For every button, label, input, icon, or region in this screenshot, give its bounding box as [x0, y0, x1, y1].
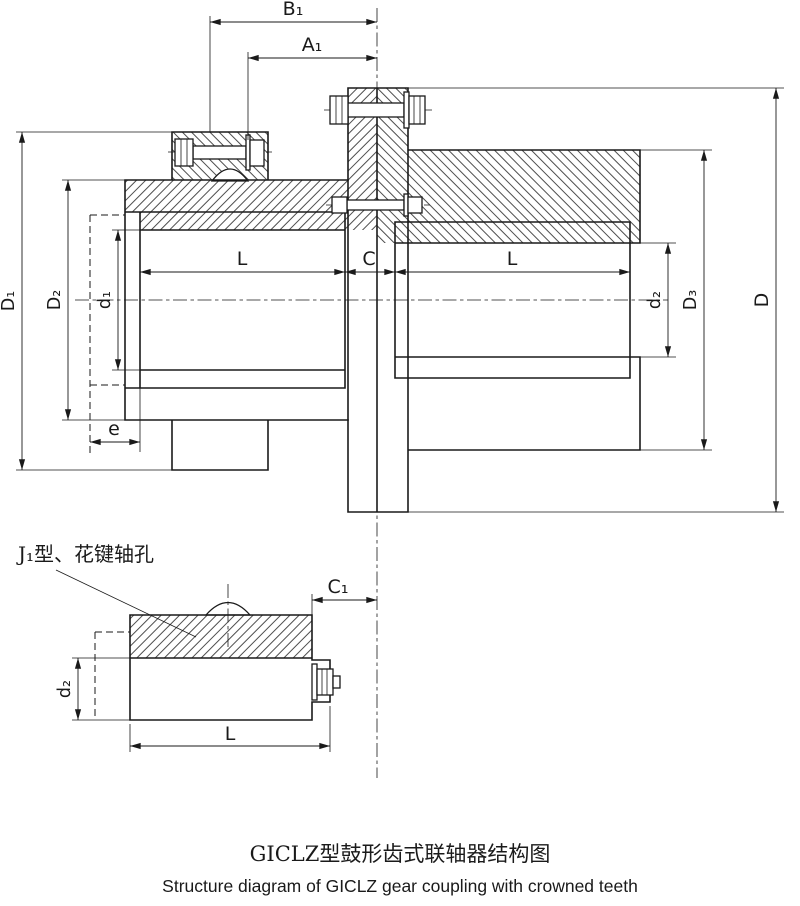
main-view: B₁ A₁ L C L e D₁ D₂ d₁ d₂ D₃ D: [0, 0, 784, 778]
callout-leader-line: [55, 569, 197, 638]
dim-label-c1: C₁: [328, 576, 349, 598]
dim-label-d2-small: d₂: [645, 291, 665, 309]
inner-bolt: [331, 193, 423, 217]
bolt-nut: [249, 139, 265, 167]
detail-view: J₁型、花键轴孔 C₁ d₂ L: [16, 542, 377, 752]
extension-lines: [72, 594, 331, 752]
hidden-hub-lines: [89, 214, 125, 455]
dim-label-l-left: L: [237, 248, 248, 270]
dim-label-d3-cap: D₃: [681, 290, 701, 311]
extension-lines: [16, 16, 784, 513]
captions: GICLZ型鼓形齿式联轴器结构图 Structure diagram of GI…: [162, 842, 638, 896]
bolt-shaft: [347, 102, 405, 118]
dim-label-d2-cap: D₂: [45, 290, 65, 311]
bolt-nut: [407, 196, 423, 214]
bolt-nut: [408, 95, 426, 125]
detail-section-hatch: [130, 615, 312, 658]
hidden-bore-lines: [94, 631, 130, 720]
dimension-lines: [18, 18, 780, 512]
bolt-washer: [403, 91, 410, 129]
dim-label-e: e: [108, 418, 120, 440]
collar-bolt: [174, 134, 265, 171]
bolt-head-facets: [335, 96, 343, 124]
flange-bolt: [329, 91, 426, 129]
dim-label-d1-cap: D₁: [0, 291, 19, 312]
bolt-head-facets: [321, 669, 328, 695]
dim-label-l-right: L: [507, 248, 518, 270]
dim-label-l: L: [225, 723, 236, 745]
bolt-head: [174, 138, 194, 167]
bolt-head-facets: [180, 139, 188, 166]
bolt-shaft: [192, 145, 247, 160]
crowned-tooth-profile: [210, 168, 250, 182]
dim-label-c: C: [362, 248, 375, 270]
bolt-shaft: [346, 199, 405, 211]
dim-label-d2: d₂: [55, 680, 75, 698]
dim-label-d-cap: D: [751, 293, 773, 308]
right-assembly-outline: [347, 87, 641, 513]
caption-english: Structure diagram of GICLZ gear coupling…: [162, 876, 638, 896]
left-assembly-outline: [124, 131, 349, 471]
bolt-head: [331, 196, 348, 214]
bolt-nut-facets: [413, 96, 421, 124]
bolt-head: [316, 668, 334, 696]
bolt-washer: [311, 663, 318, 701]
bolt-head: [329, 95, 349, 125]
detail-bolt: [311, 663, 341, 701]
dim-label-d1-small: d₁: [95, 291, 115, 309]
bolt-tip: [332, 675, 341, 689]
right-sleeve-section: [408, 150, 640, 243]
caption-chinese: GICLZ型鼓形齿式联轴器结构图: [250, 842, 551, 866]
left-sleeve-section: [125, 180, 348, 230]
dim-label-a1: A₁: [302, 34, 323, 56]
dim-label-b1: B₁: [283, 0, 304, 20]
callout-label: J₁型、花键轴孔: [16, 542, 154, 566]
